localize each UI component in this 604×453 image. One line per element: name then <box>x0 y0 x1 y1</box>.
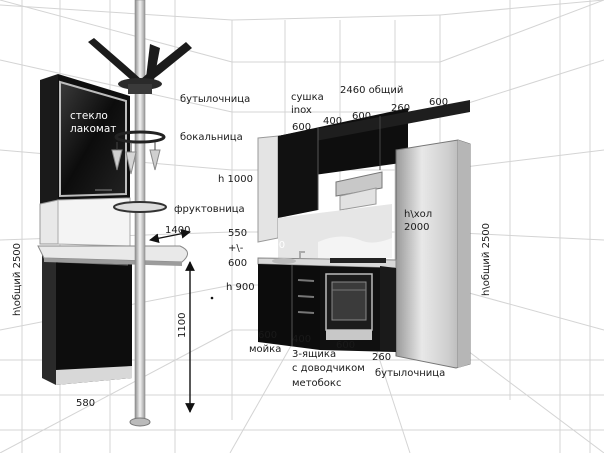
label-glass-holder: бокальница <box>180 132 243 143</box>
label-width-400-drawers: 400 <box>292 334 312 345</box>
fridge <box>395 139 471 369</box>
label-metabox: метобокс <box>292 378 342 389</box>
label-fridge-2000: 2000 <box>404 222 430 233</box>
label-fridge-height: h\хол <box>404 209 433 220</box>
label-width-580: 580 <box>76 398 96 409</box>
bar-pole <box>88 0 192 427</box>
label-inox: inox <box>291 105 312 116</box>
label-depth-1400: 1400 <box>165 225 191 236</box>
label-height-1100: 1100 <box>177 312 188 338</box>
label-bottle-holder-bottom: бутылочница <box>375 368 446 379</box>
label-drawers: 3-ящика <box>292 349 337 360</box>
label-dryer: сушка <box>291 92 324 103</box>
label-depth-600-counter: 600 <box>228 258 248 269</box>
label-height-1000: h 1000 <box>218 174 253 185</box>
base-cabinets <box>257 251 397 352</box>
label-bottle-holder-top: бутылочница <box>180 94 251 105</box>
label-with-closer: с доводчиком <box>292 363 365 374</box>
label-width-600-oven: 600 <box>336 340 356 351</box>
label-height-900: h 900 <box>226 282 255 293</box>
label-width-600-far: 600 <box>429 97 449 108</box>
label-width-400-top: 400 <box>323 116 343 127</box>
label-total-2460: 2460 общий <box>340 85 404 96</box>
label-width-260-top: 260 <box>391 103 411 114</box>
label-width-600-mid: 600 <box>266 240 286 251</box>
bar-countertop <box>37 245 188 266</box>
label-depth-550: 550 <box>228 228 248 239</box>
label-sink: мойка <box>249 344 282 355</box>
label-plus-minus: +\- <box>228 243 244 254</box>
label-width-600-top: 600 <box>352 111 372 122</box>
dimension-1400-arrow <box>149 228 191 244</box>
dot-marker <box>210 296 214 300</box>
label-total-height-left: h\общий 2500 <box>12 242 23 316</box>
label-lacomat: лакомат <box>70 123 117 135</box>
label-width-600-sink: 600 <box>258 330 278 341</box>
tall-glass-cabinet <box>40 74 130 204</box>
bar-base-cabinet <box>39 197 132 385</box>
label-total-height-right: h\общий 2500 <box>481 222 492 296</box>
label-width-600-dryer: 600 <box>292 122 312 133</box>
label-width-260-bottom: 260 <box>372 352 392 363</box>
label-fruit-holder: фруктовница <box>174 204 245 215</box>
upper-cabinets <box>257 100 470 258</box>
label-glass: стекло <box>70 110 108 122</box>
